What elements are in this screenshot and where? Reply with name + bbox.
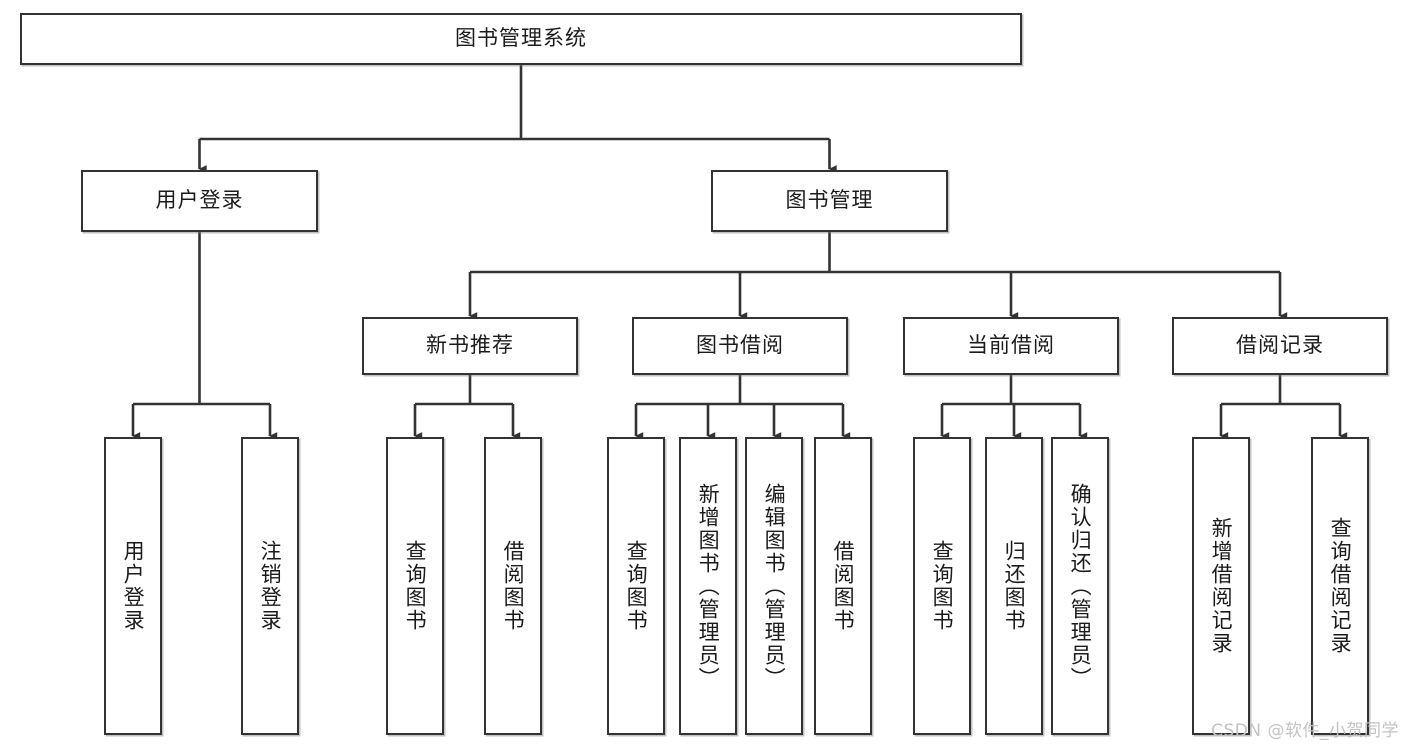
node-book-manage[interactable]: 图书管理	[711, 170, 948, 232]
node-label: 新增借阅记录	[1209, 517, 1234, 655]
node-leaf-query-book-2[interactable]: 查询图书	[607, 437, 665, 735]
node-label: 用户登录	[121, 540, 146, 632]
node-label: 归还图书	[1002, 540, 1027, 632]
node-label: 用户登录	[155, 188, 244, 213]
node-book-borrow[interactable]: 图书借阅	[632, 317, 848, 375]
node-label: 图书管理	[785, 188, 874, 213]
node-label: 借阅图书	[831, 540, 856, 632]
node-label: 查询图书	[930, 540, 955, 632]
node-leaf-confirm-return[interactable]: 确认归还（管理员）	[1051, 437, 1109, 735]
node-label: 查询图书	[624, 540, 649, 632]
node-leaf-add-record[interactable]: 新增借阅记录	[1192, 437, 1250, 735]
node-label: 图书借阅	[696, 333, 784, 358]
node-label: 编辑图书（管理员）	[762, 482, 787, 690]
node-current-borrow[interactable]: 当前借阅	[903, 317, 1119, 375]
node-leaf-add-book[interactable]: 新增图书（管理员）	[679, 437, 737, 735]
node-root[interactable]: 图书管理系统	[20, 13, 1022, 65]
node-label: 查询借阅记录	[1328, 517, 1353, 655]
node-leaf-return-book[interactable]: 归还图书	[985, 437, 1043, 735]
node-leaf-borrow-book-2[interactable]: 借阅图书	[814, 437, 872, 735]
node-leaf-query-record[interactable]: 查询借阅记录	[1311, 437, 1369, 735]
node-user-login[interactable]: 用户登录	[81, 170, 318, 232]
node-leaf-query-book-3[interactable]: 查询图书	[913, 437, 971, 735]
node-leaf-edit-book[interactable]: 编辑图书（管理员）	[745, 437, 803, 735]
node-new-book-rec[interactable]: 新书推荐	[362, 317, 578, 375]
node-leaf-query-book-1[interactable]: 查询图书	[386, 437, 444, 735]
csdn-watermark: CSDN @软件_小贺同学	[1211, 721, 1399, 741]
node-label: 确认归还（管理员）	[1068, 482, 1093, 690]
node-label: 借阅记录	[1236, 333, 1324, 358]
node-label: 借阅图书	[501, 540, 526, 632]
node-label: 新增图书（管理员）	[696, 482, 721, 690]
node-label: 图书管理系统	[455, 26, 587, 51]
node-label: 注销登录	[258, 540, 283, 632]
node-leaf-borrow-book-1[interactable]: 借阅图书	[484, 437, 542, 735]
node-label: 查询图书	[403, 540, 428, 632]
node-label: 当前借阅	[967, 333, 1055, 358]
node-leaf-logout[interactable]: 注销登录	[241, 437, 299, 735]
node-leaf-user-login[interactable]: 用户登录	[104, 437, 162, 735]
node-label: 新书推荐	[426, 333, 514, 358]
node-borrow-record[interactable]: 借阅记录	[1172, 317, 1388, 375]
